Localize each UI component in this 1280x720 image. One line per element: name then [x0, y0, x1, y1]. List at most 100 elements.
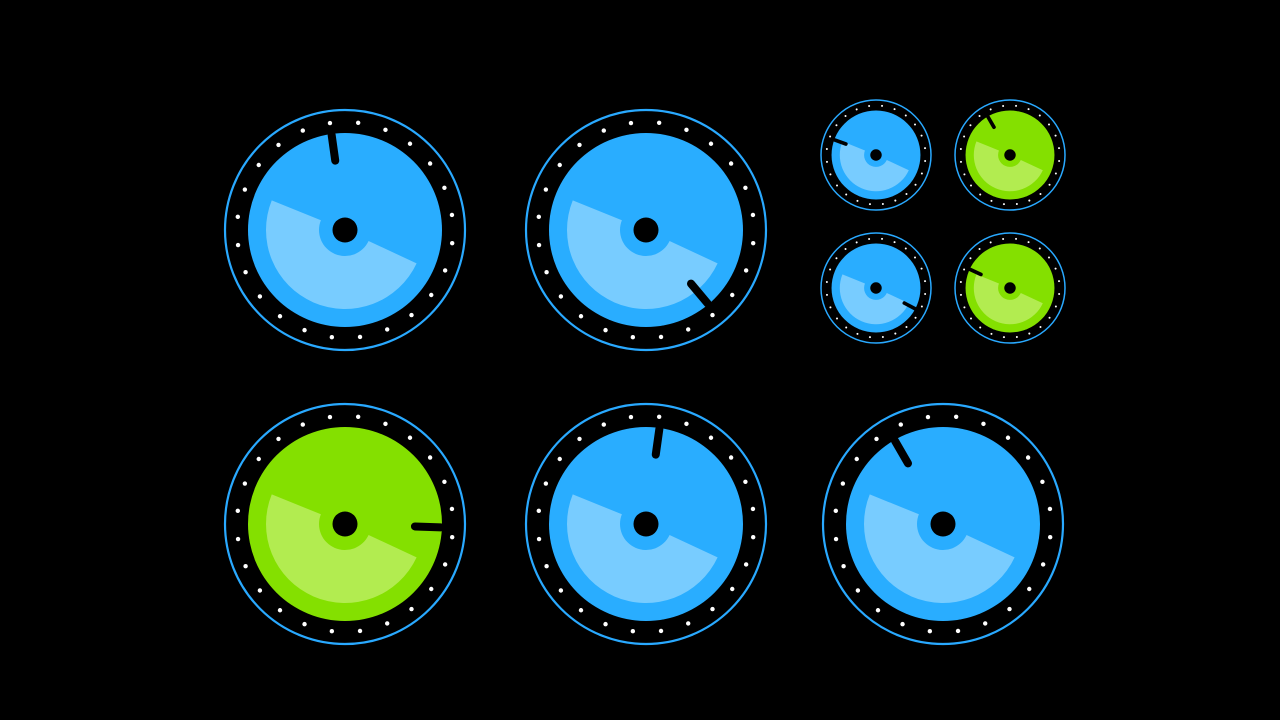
tick-dot — [981, 421, 986, 427]
tick-dot — [710, 312, 715, 318]
dial-hub — [332, 217, 358, 243]
tick-dot — [536, 536, 542, 542]
tick-dot — [1038, 114, 1041, 117]
dial-sector — [566, 494, 718, 604]
tick-dot — [904, 247, 907, 250]
tick-dot — [894, 199, 897, 202]
tick-dot — [969, 317, 973, 320]
dial-sector — [566, 200, 718, 310]
tick-dot — [656, 120, 662, 126]
tick-dot — [442, 268, 448, 273]
tick-dot — [601, 128, 607, 133]
tick-dot — [955, 628, 961, 634]
tick-dot — [982, 621, 988, 626]
dial-hub — [332, 511, 358, 537]
tick-dot — [825, 293, 828, 296]
tick-dot — [913, 256, 917, 259]
tick-dot — [449, 240, 455, 246]
tick-dot — [658, 628, 664, 634]
dial-hand — [986, 115, 996, 130]
tick-dot — [242, 187, 248, 192]
tick-dot — [978, 114, 981, 118]
tick-dot — [874, 436, 879, 442]
tick-dot — [1015, 203, 1018, 206]
tick-dot — [357, 334, 363, 340]
tick-dot — [1054, 172, 1057, 175]
tick-dot — [383, 421, 388, 427]
tick-dot — [355, 414, 361, 420]
tick-dot — [835, 257, 838, 260]
tick-dot — [856, 199, 859, 202]
tick-dot — [242, 481, 248, 486]
tick-dot — [1058, 160, 1061, 163]
tick-dot — [544, 269, 549, 275]
tick-dot — [1002, 104, 1005, 107]
tick-dot — [979, 193, 982, 196]
tick-dot — [963, 173, 966, 176]
tick-dot — [840, 481, 846, 486]
tick-dot — [257, 294, 263, 299]
dial-small-1 — [820, 99, 932, 211]
tick-dot — [1002, 237, 1005, 240]
tick-dot — [276, 142, 281, 148]
tick-dot — [544, 563, 549, 569]
dial-sector — [863, 494, 1015, 604]
tick-dot — [300, 422, 306, 427]
tick-dot — [543, 481, 549, 486]
tick-dot — [536, 242, 542, 248]
tick-dot — [630, 334, 636, 340]
tick-dot — [601, 422, 607, 427]
tick-dot — [835, 184, 839, 187]
dial-hand — [410, 522, 445, 532]
dial-hand — [686, 279, 712, 308]
dial-hand — [902, 301, 917, 311]
tick-dot — [927, 628, 933, 634]
tick-dot — [1047, 534, 1053, 540]
tick-dot — [427, 455, 433, 460]
tick-dot — [844, 114, 847, 118]
tick-dot — [1054, 305, 1057, 308]
tick-dot — [442, 562, 448, 567]
tick-dot — [1027, 241, 1030, 244]
tick-dot — [536, 508, 542, 514]
tick-dot — [959, 293, 962, 296]
tick-dot — [868, 336, 871, 339]
tick-dot — [557, 456, 562, 462]
tick-dot — [578, 608, 584, 613]
dial-hub — [870, 282, 882, 294]
tick-dot — [829, 135, 832, 138]
dial-sector — [973, 274, 1043, 325]
tick-dot — [856, 332, 859, 335]
tick-dot — [963, 135, 966, 138]
tick-dot — [1028, 199, 1031, 202]
tick-dot — [990, 332, 993, 335]
tick-dot — [449, 534, 455, 540]
tick-dot — [329, 628, 335, 634]
tick-dot — [1038, 247, 1041, 250]
tick-dot — [1028, 332, 1031, 335]
tick-dot — [429, 292, 434, 298]
tick-dot — [750, 212, 756, 218]
tick-dot — [893, 108, 896, 111]
tick-dot — [578, 314, 584, 319]
dial-sector — [839, 141, 909, 192]
tick-dot — [1025, 455, 1031, 460]
tick-dot — [327, 414, 333, 420]
tick-dot — [1007, 606, 1012, 612]
tick-dot — [277, 608, 283, 613]
tick-dot — [963, 306, 966, 309]
tick-dot — [628, 120, 634, 126]
tick-dot — [630, 628, 636, 634]
tick-dot — [536, 214, 542, 220]
tick-dot — [235, 536, 241, 542]
tick-dot — [384, 327, 390, 332]
tick-dot — [407, 435, 413, 440]
tick-dot — [855, 108, 858, 111]
tick-dot — [300, 128, 306, 133]
tick-dot — [914, 316, 917, 319]
tick-dot — [728, 455, 734, 460]
tick-dot — [577, 142, 582, 148]
dial-large-1 — [223, 108, 467, 352]
tick-dot — [743, 479, 748, 485]
tick-dot — [913, 123, 917, 126]
